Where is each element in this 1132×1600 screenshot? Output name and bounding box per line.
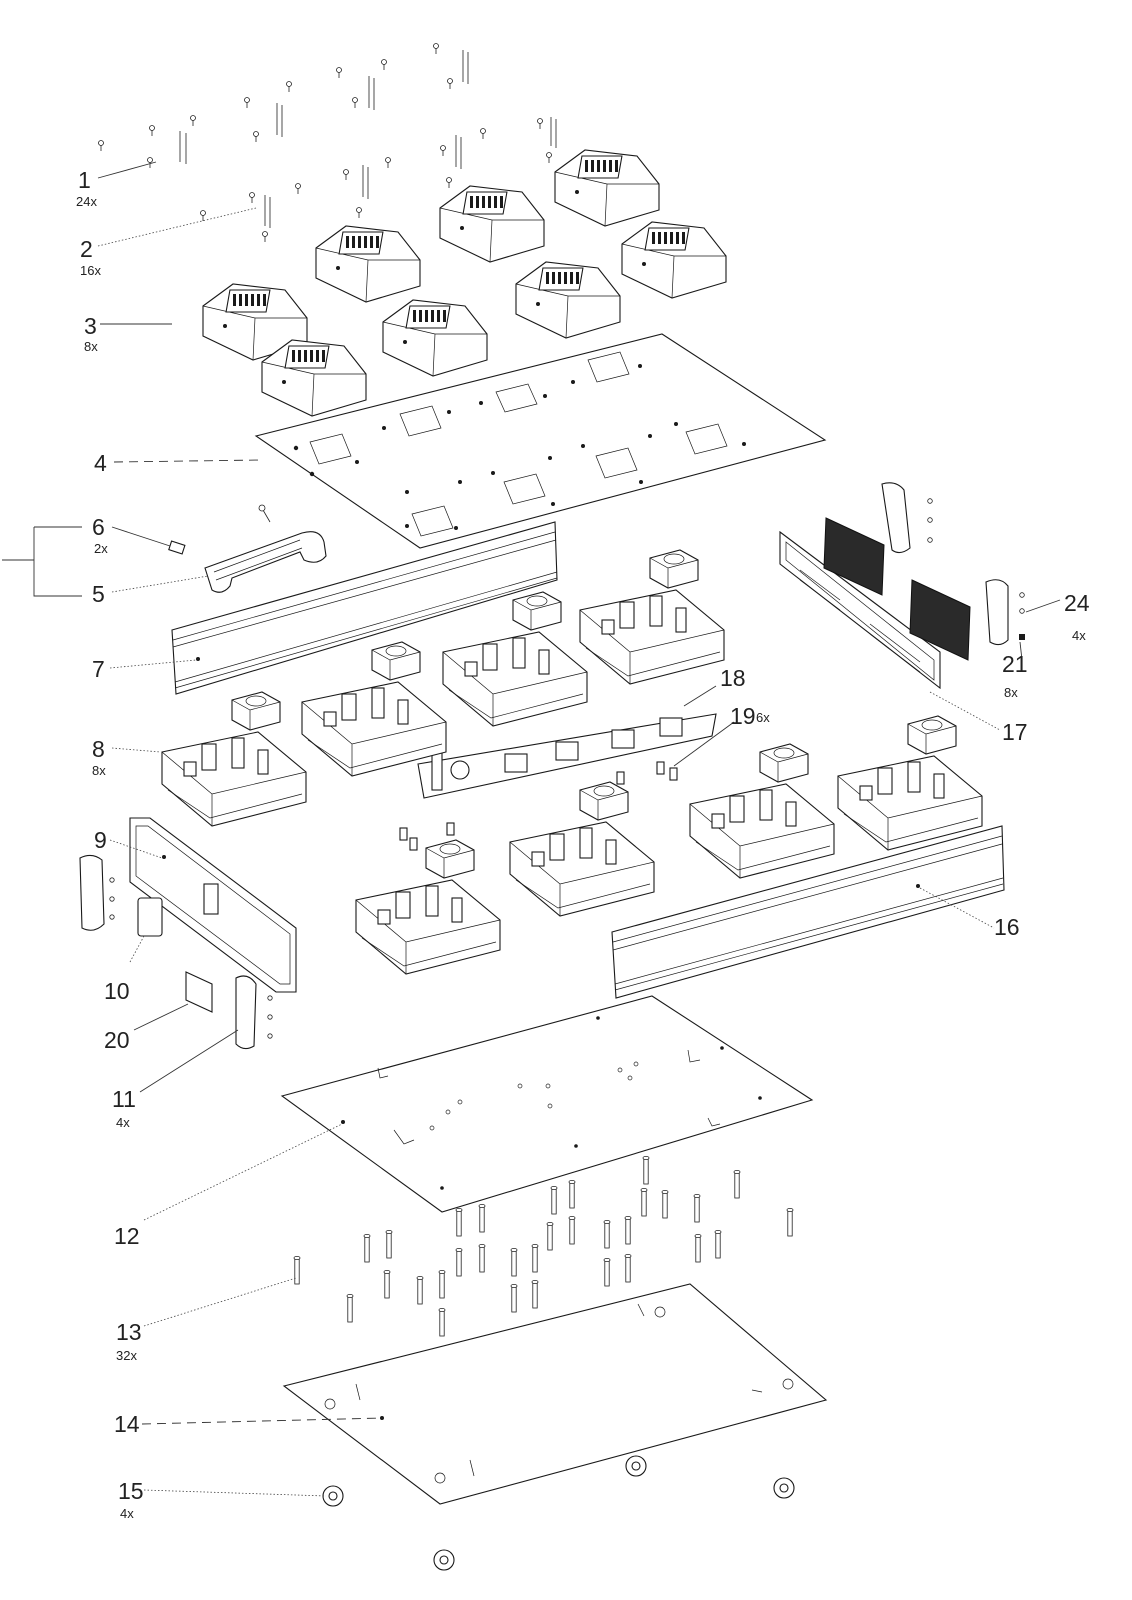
callout-11-number: 11 <box>112 1086 136 1112</box>
callout-19-quantity: 6x <box>756 710 770 725</box>
bolt <box>478 1244 486 1273</box>
callout-15-number: 15 <box>118 1478 144 1504</box>
bolt <box>455 1208 463 1237</box>
bottom-plate <box>282 1283 828 1505</box>
charger-modules <box>161 549 983 975</box>
callout-13-quantity: 32x <box>116 1348 137 1363</box>
charger-cradle <box>439 185 545 263</box>
bolt <box>714 1230 722 1259</box>
bolt <box>624 1216 632 1245</box>
bolt <box>786 1208 794 1237</box>
rear-rail <box>611 825 1005 999</box>
callout-3-quantity: 8x <box>84 339 98 354</box>
bolt <box>438 1308 446 1337</box>
bolt <box>510 1248 518 1277</box>
charger-cradle <box>515 261 621 339</box>
charger-module <box>442 591 588 727</box>
callout-16-number: 16 <box>994 914 1020 940</box>
callout-6-number: 6 <box>92 514 105 540</box>
callout-7-number: 7 <box>92 656 105 682</box>
bolt <box>346 1294 354 1323</box>
charger-module <box>301 641 447 777</box>
callout-2-number: 2 <box>80 236 93 262</box>
callout-3-left-number: 3 <box>0 547 1 573</box>
charger-cradle <box>554 149 660 227</box>
charger-module <box>579 549 725 685</box>
charger-cradle <box>202 283 308 361</box>
callout-14-number: 14 <box>114 1411 140 1437</box>
callout-15-quantity: 4x <box>120 1506 134 1521</box>
callout-20-number: 20 <box>104 1027 130 1053</box>
base-bolts <box>293 1156 794 1337</box>
bolt <box>603 1220 611 1249</box>
callout-21-quantity: 8x <box>1004 685 1018 700</box>
feet <box>322 1455 795 1571</box>
charger-cradle <box>261 339 367 417</box>
callout-9-number: 9 <box>94 827 107 853</box>
callout-8-number: 8 <box>92 736 105 762</box>
callout-13-number: 13 <box>116 1319 142 1345</box>
callout-24-number: 24 <box>1064 590 1090 616</box>
bolt <box>531 1244 539 1273</box>
charger-module <box>355 839 501 975</box>
callout-1-quantity: 24x <box>76 194 97 209</box>
side-panel <box>79 817 297 1050</box>
callout-10-number: 10 <box>104 978 130 1004</box>
leader-lines <box>2 161 1061 1497</box>
callout-11-quantity: 4x <box>116 1115 130 1130</box>
bolt <box>568 1216 576 1245</box>
charger-module <box>689 743 835 879</box>
charger-module <box>161 691 307 827</box>
callout-18-number: 18 <box>720 665 746 691</box>
bolt <box>693 1194 701 1223</box>
bolt <box>293 1256 301 1285</box>
bolt <box>438 1270 446 1299</box>
callout-2-quantity: 16x <box>80 263 101 278</box>
bolt <box>478 1204 486 1233</box>
bolt <box>385 1230 393 1259</box>
bolt <box>733 1170 741 1199</box>
charger-module <box>509 781 655 917</box>
charger-module <box>837 715 983 851</box>
bolt <box>694 1234 702 1263</box>
callout-5-number: 5 <box>92 581 105 607</box>
bolt <box>661 1190 669 1219</box>
callout-3-number: 3 <box>84 313 97 339</box>
bolt <box>363 1234 371 1263</box>
handle <box>168 504 327 593</box>
charger-cradle <box>315 225 421 303</box>
charger-cradle <box>621 221 727 299</box>
bolt <box>455 1248 463 1277</box>
bolt <box>416 1276 424 1305</box>
bolt <box>624 1254 632 1283</box>
callout-labels: 1 24x 2 16x 3 8x 4 6 2x 5 7 8 8x 9 10 20… <box>0 167 1090 1521</box>
callout-19-number: 19 <box>730 703 756 729</box>
bolt <box>568 1180 576 1209</box>
callout-8-quantity: 8x <box>92 763 106 778</box>
bolt <box>510 1284 518 1313</box>
callout-1-number: 1 <box>78 167 91 193</box>
callout-21-number: 21 <box>1002 651 1028 677</box>
top-screws <box>98 43 557 242</box>
rear-panel <box>779 482 1025 690</box>
callout-4-number: 4 <box>94 450 107 476</box>
bolt <box>383 1270 391 1299</box>
charger-cradle <box>382 299 488 377</box>
charger-cradles <box>202 149 727 417</box>
base-plate <box>280 995 814 1213</box>
callout-6-quantity: 2x <box>94 541 108 556</box>
bolt <box>640 1188 648 1217</box>
bolt <box>603 1258 611 1287</box>
callout-12-number: 12 <box>114 1223 140 1249</box>
front-rail <box>171 521 558 695</box>
bolt <box>531 1280 539 1309</box>
bolt <box>550 1186 558 1215</box>
callout-17-number: 17 <box>1002 719 1028 745</box>
top-plate <box>254 333 827 549</box>
callout-24-quantity: 4x <box>1072 628 1086 643</box>
bolt <box>546 1222 554 1251</box>
bolt <box>642 1156 650 1185</box>
pcb-board <box>399 713 717 851</box>
